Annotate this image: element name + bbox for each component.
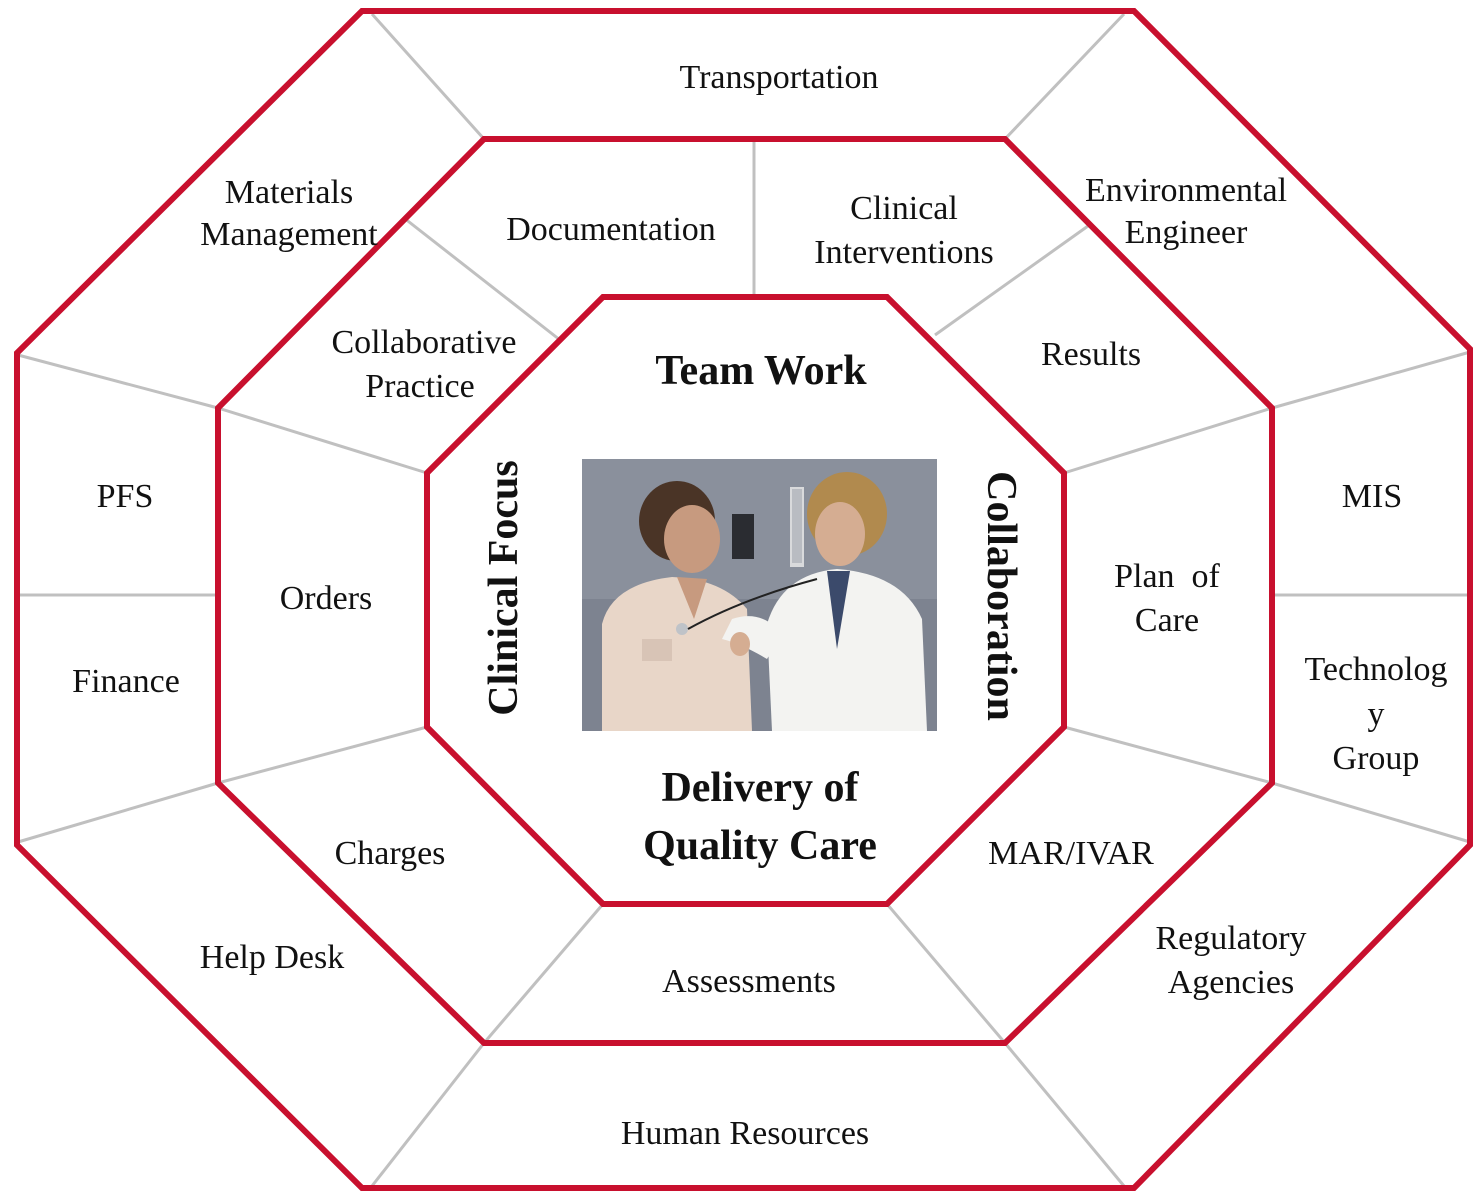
label-regulatory-agencies-line2: Agencies (1168, 964, 1295, 1001)
label-mis: MIS (1342, 478, 1402, 515)
label-environmental-engineer-line2: Engineer (1125, 214, 1248, 251)
label-technology-group-line3: Group (1333, 740, 1420, 777)
outer-ring-dividers (17, 12, 1471, 1187)
label-help-desk: Help Desk (200, 939, 344, 976)
middle-octagon (215, 136, 1275, 1046)
label-clinical-interventions-line2: Interventions (814, 234, 993, 271)
label-mar-ivar: MAR/IVAR (988, 835, 1154, 872)
label-documentation: Documentation (506, 211, 716, 248)
label-clinical-focus: Clinical Focus (481, 460, 527, 716)
label-delivery-of-quality-care-line1: Delivery of (661, 765, 859, 811)
label-plan-of-care-line1: Plan of (1114, 558, 1220, 595)
label-collaborative-practice-line1: Collaborative (331, 324, 516, 361)
label-technology-group-line1: Technolog (1304, 651, 1447, 688)
label-transportation: Transportation (680, 59, 879, 96)
outer-octagon (14, 8, 1473, 1191)
label-human-resources: Human Resources (621, 1115, 869, 1152)
label-collaboration: Collaboration (978, 471, 1024, 721)
label-technology-group-line2: y (1368, 696, 1385, 733)
label-materials-management-line1: Materials (225, 174, 353, 211)
label-pfs: PFS (97, 478, 154, 515)
label-collaborative-practice-line2: Practice (365, 368, 475, 405)
clinical-photo (582, 459, 937, 731)
label-assessments: Assessments (662, 963, 836, 1000)
label-orders: Orders (280, 580, 373, 617)
label-environmental-engineer-line1: Environmental (1085, 172, 1287, 209)
middle-ring-dividers (217, 139, 1273, 1044)
label-team-work: Team Work (655, 348, 867, 394)
label-results: Results (1041, 336, 1141, 373)
label-plan-of-care-line2: Care (1135, 602, 1199, 639)
label-finance: Finance (72, 663, 180, 700)
label-charges: Charges (335, 835, 446, 872)
label-materials-management-line2: Management (200, 216, 378, 253)
label-regulatory-agencies-line1: Regulatory (1155, 920, 1306, 957)
label-delivery-of-quality-care-line2: Quality Care (643, 823, 877, 869)
inner-octagon (424, 294, 1067, 907)
label-clinical-interventions-line1: Clinical (850, 190, 958, 227)
